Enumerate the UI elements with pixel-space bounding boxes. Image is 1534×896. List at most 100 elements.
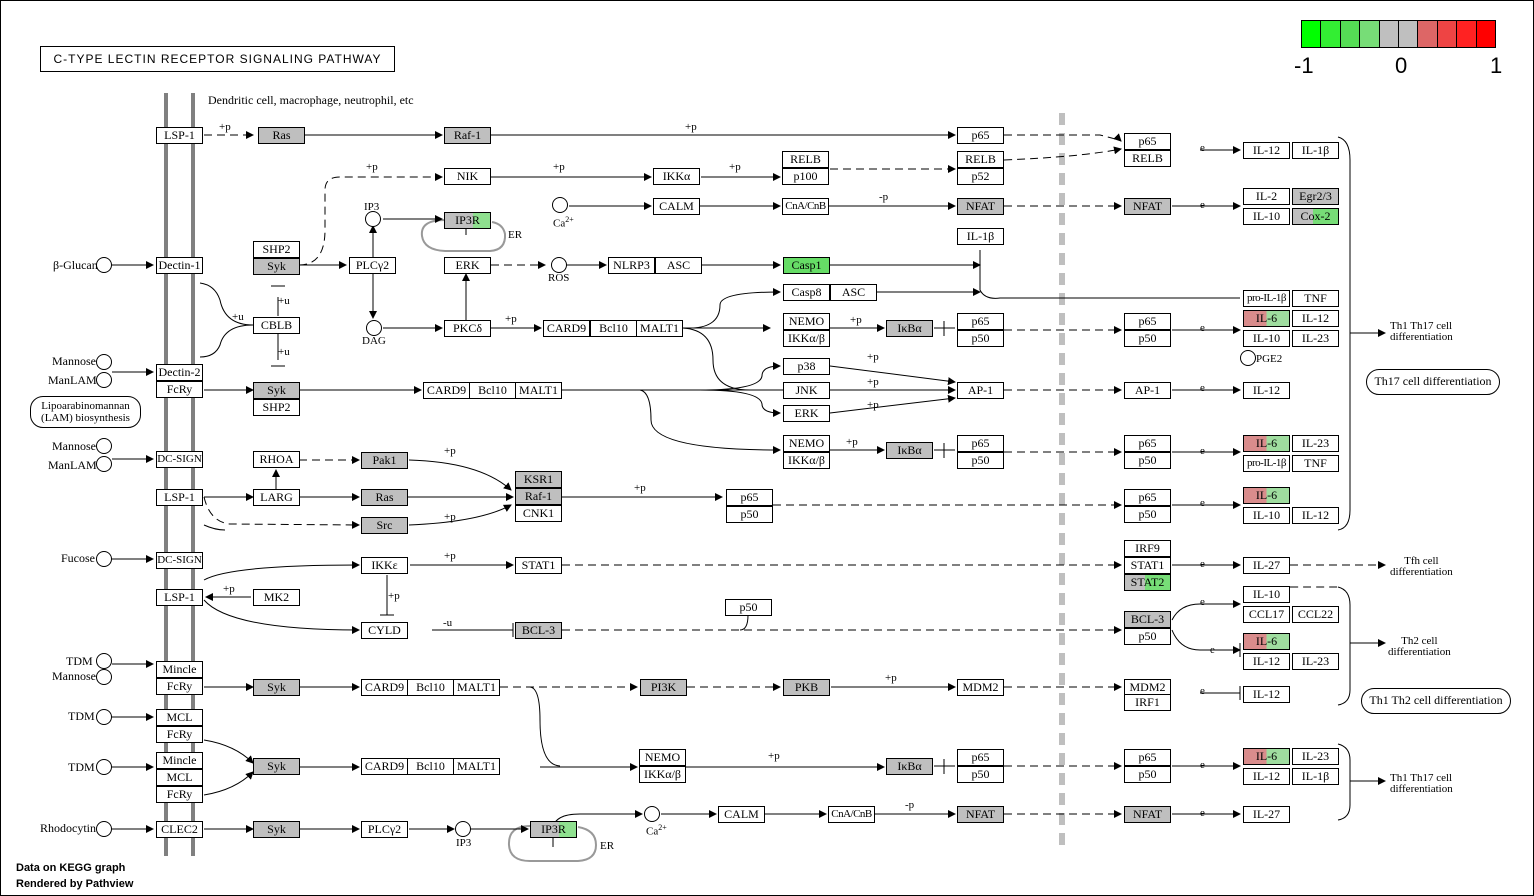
gene-il12[interactable]: IL-12: [1243, 382, 1290, 399]
gene-mdm2[interactable]: MDM2: [957, 679, 1004, 696]
gene-stat1[interactable]: STAT1: [515, 557, 562, 574]
gene-il27[interactable]: IL-27: [1243, 806, 1290, 823]
gene-tnf[interactable]: TNF: [1292, 290, 1339, 307]
gene-il23[interactable]: IL-23: [1292, 653, 1339, 670]
gene-ap1[interactable]: AP-1: [957, 382, 1004, 399]
gene-nfat[interactable]: NFAT: [1124, 198, 1171, 215]
gene-ikkab[interactable]: IKKα/β: [783, 452, 830, 469]
gene-p50[interactable]: p50: [1124, 506, 1171, 523]
gene-ip3r[interactable]: IP3R: [444, 212, 491, 229]
gene-shp2[interactable]: SHP2: [253, 399, 300, 416]
gene-p50[interactable]: p50: [1124, 766, 1171, 783]
gene-il10[interactable]: IL-10: [1243, 330, 1290, 347]
gene-cnk1[interactable]: CNK1: [515, 505, 562, 522]
gene-card9[interactable]: CARD9: [361, 758, 408, 775]
gene-mcl[interactable]: MCL: [156, 709, 203, 726]
gene-ap1[interactable]: AP-1: [1124, 382, 1171, 399]
gene-malt1[interactable]: MALT1: [515, 382, 562, 399]
gene-p65[interactable]: p65: [726, 489, 773, 506]
gene-p65[interactable]: p65: [1124, 313, 1171, 330]
gene-casp8[interactable]: Casp8: [783, 284, 830, 301]
gene-mk2[interactable]: MK2: [253, 589, 300, 606]
gene-il1b[interactable]: IL-1β: [1292, 142, 1339, 159]
gene-il6[interactable]: IL-6: [1243, 310, 1290, 327]
gene-larg[interactable]: LARG: [253, 489, 300, 506]
gene-il6[interactable]: IL-6: [1243, 487, 1290, 504]
gene-p65[interactable]: p65: [957, 435, 1004, 452]
gene-il12[interactable]: IL-12: [1292, 310, 1339, 327]
gene-syk[interactable]: Syk: [253, 382, 300, 399]
gene-asc[interactable]: ASC: [655, 257, 702, 274]
gene-il10[interactable]: IL-10: [1243, 208, 1290, 225]
gene-mcl[interactable]: MCL: [156, 769, 203, 786]
gene-ikke[interactable]: IKKε: [361, 557, 408, 574]
gene-nemo[interactable]: NEMO: [639, 749, 686, 766]
gene-dc-sign[interactable]: DC-SIGN: [156, 552, 203, 569]
gene-p65[interactable]: p65: [957, 127, 1004, 144]
gene-ikba[interactable]: IκBα: [886, 320, 933, 337]
gene-bcl10[interactable]: Bcl10: [407, 758, 454, 775]
gene-ras[interactable]: Ras: [361, 489, 408, 506]
gene-raf1[interactable]: Raf-1: [444, 127, 491, 144]
gene-p50[interactable]: p50: [1124, 330, 1171, 347]
gene-nlrp3[interactable]: NLRP3: [608, 257, 655, 274]
gene-casp1[interactable]: Casp1: [783, 257, 830, 274]
gene-il23[interactable]: IL-23: [1292, 435, 1339, 452]
gene-p65[interactable]: p65: [957, 313, 1004, 330]
gene-il10[interactable]: IL-10: [1243, 507, 1290, 524]
gene-il23[interactable]: IL-23: [1292, 330, 1339, 347]
gene-cblb[interactable]: CBLB: [253, 317, 300, 334]
gene-pro-il1b[interactable]: pro-IL-1β: [1243, 455, 1290, 472]
gene-dectin2[interactable]: Dectin-2: [156, 364, 203, 381]
gene-nfat[interactable]: NFAT: [957, 198, 1004, 215]
gene-cna-cnb[interactable]: CnA/CnB: [828, 806, 875, 823]
gene-p65[interactable]: p65: [1124, 489, 1171, 506]
gene-p50[interactable]: p50: [725, 599, 772, 616]
gene-relb[interactable]: RELB: [782, 151, 829, 168]
gene-card9[interactable]: CARD9: [543, 320, 590, 337]
gene-cna-cnb[interactable]: CnA/CnB: [782, 198, 829, 215]
gene-p65[interactable]: p65: [1124, 435, 1171, 452]
gene-syk[interactable]: Syk: [253, 258, 300, 275]
gene-p50[interactable]: p50: [957, 766, 1004, 783]
gene-il12[interactable]: IL-12: [1243, 768, 1290, 785]
gene-bcl10[interactable]: Bcl10: [590, 320, 637, 337]
gene-irf9[interactable]: IRF9: [1124, 540, 1171, 557]
gene-erk[interactable]: ERK: [783, 405, 830, 422]
gene-calm[interactable]: CALM: [718, 806, 765, 823]
gene-ikba[interactable]: IκBα: [886, 758, 933, 775]
gene-syk[interactable]: Syk: [253, 679, 300, 696]
gene-malt1[interactable]: MALT1: [453, 758, 500, 775]
gene-card9[interactable]: CARD9: [423, 382, 470, 399]
gene-bcl10[interactable]: Bcl10: [469, 382, 516, 399]
gene-fcry[interactable]: FcRy: [156, 726, 203, 743]
gene-mdm2[interactable]: MDM2: [1124, 679, 1171, 696]
gene-cyld[interactable]: CYLD: [361, 622, 408, 639]
gene-relb[interactable]: RELB: [1124, 150, 1171, 167]
gene-pkb[interactable]: PKB: [783, 679, 830, 696]
gene-ccl22[interactable]: CCL22: [1292, 606, 1339, 623]
gene-il6[interactable]: IL-6: [1243, 435, 1290, 452]
gene-pi3k[interactable]: PI3K: [640, 679, 687, 696]
gene-malt1[interactable]: MALT1: [453, 679, 500, 696]
gene-il12[interactable]: IL-12: [1243, 653, 1290, 670]
gene-lsp1[interactable]: LSP-1: [156, 589, 203, 606]
gene-bcl10[interactable]: Bcl10: [407, 679, 454, 696]
gene-ksr1[interactable]: KSR1: [515, 471, 562, 488]
gene-dc-sign[interactable]: DC-SIGN: [156, 451, 203, 468]
gene-il10[interactable]: IL-10: [1243, 586, 1290, 603]
gene-erk[interactable]: ERK: [444, 257, 491, 274]
gene-syk[interactable]: Syk: [253, 821, 300, 838]
gene-nemo[interactable]: NEMO: [783, 435, 830, 452]
gene-stat1[interactable]: STAT1: [1124, 557, 1171, 574]
gene-card9[interactable]: CARD9: [361, 679, 408, 696]
gene-ikkab[interactable]: IKKα/β: [783, 330, 830, 347]
gene-il1b[interactable]: IL-1β: [1292, 768, 1339, 785]
gene-p65[interactable]: p65: [957, 749, 1004, 766]
th17-differentiation-map[interactable]: Th17 cell differentiation: [1366, 369, 1500, 395]
gene-lsp1[interactable]: LSP-1: [156, 127, 203, 144]
gene-p50[interactable]: p50: [957, 452, 1004, 469]
gene-il6[interactable]: IL-6: [1243, 748, 1290, 765]
gene-nik[interactable]: NIK: [444, 168, 491, 185]
gene-il12[interactable]: IL-12: [1243, 686, 1290, 703]
